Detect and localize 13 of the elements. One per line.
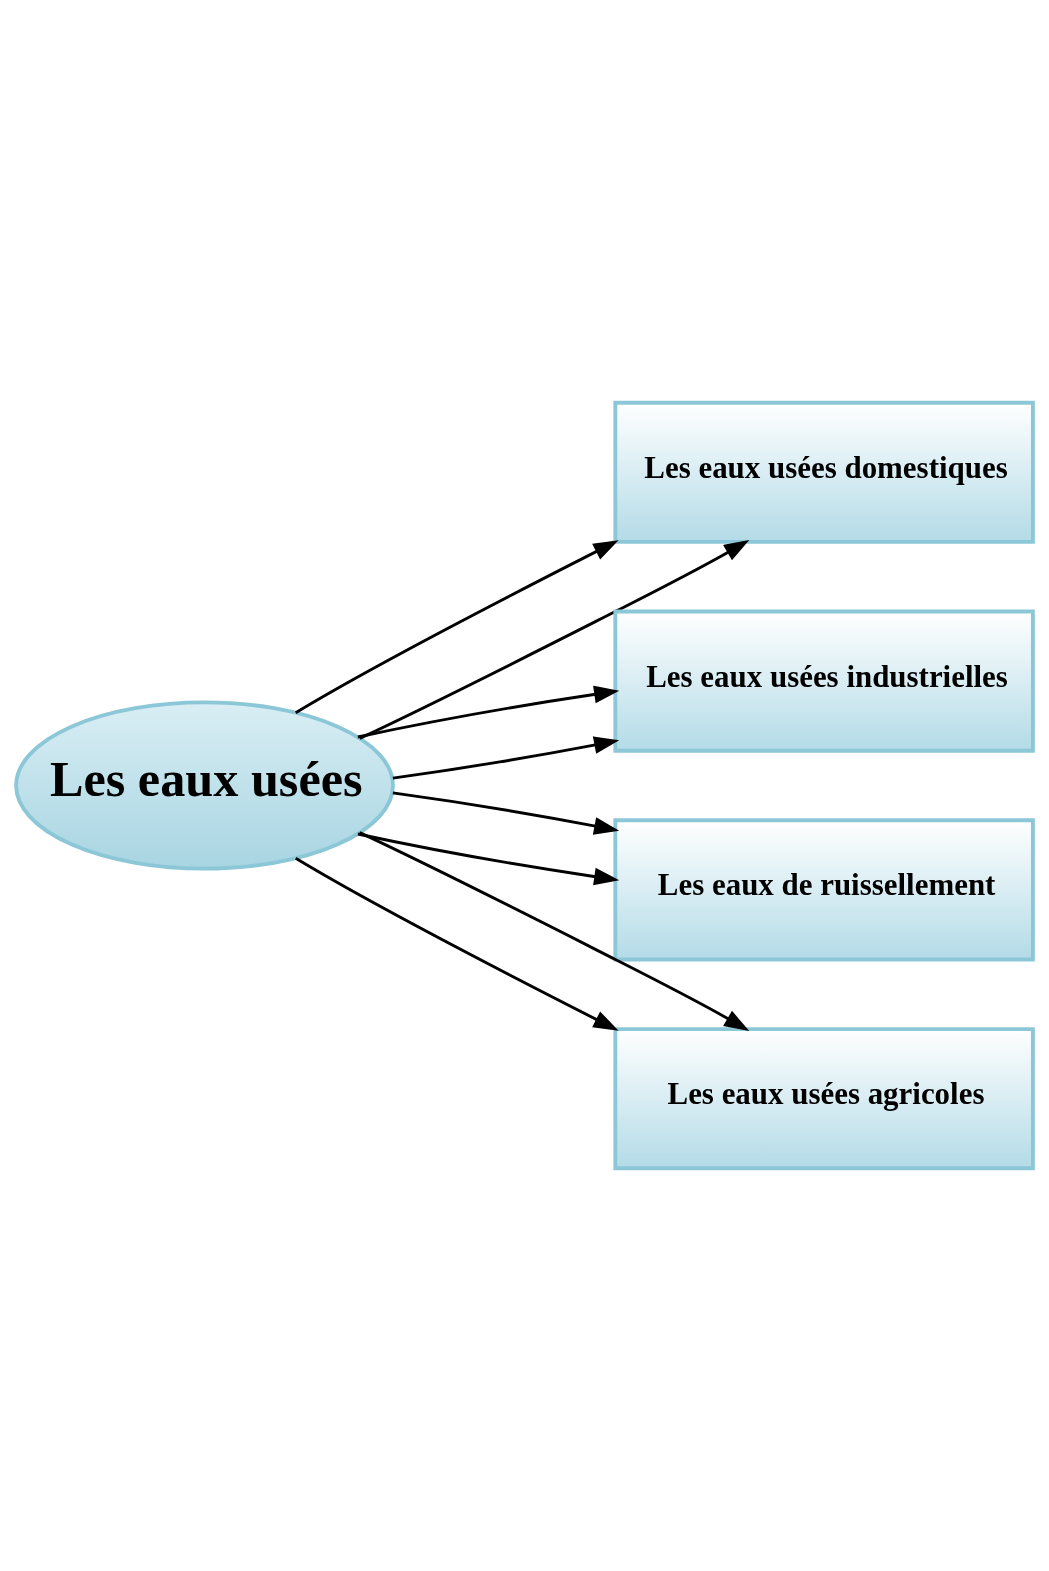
arrow [359, 831, 750, 1032]
arrow [295, 857, 619, 1031]
arrow [295, 540, 619, 714]
arrow [357, 685, 620, 739]
arrow [392, 736, 620, 780]
arrow [392, 791, 620, 835]
arrow [357, 832, 620, 886]
node-box: Les eaux usées agricoles [613, 1027, 1035, 1171]
node-box: Les eaux de ruissellement [613, 818, 1035, 962]
node-box: Les eaux usées domestiques [613, 400, 1035, 544]
arrow [359, 539, 750, 740]
node-ellipse: Les eaux usées [14, 700, 395, 871]
node-box: Les eaux usées industrielles [613, 609, 1035, 753]
